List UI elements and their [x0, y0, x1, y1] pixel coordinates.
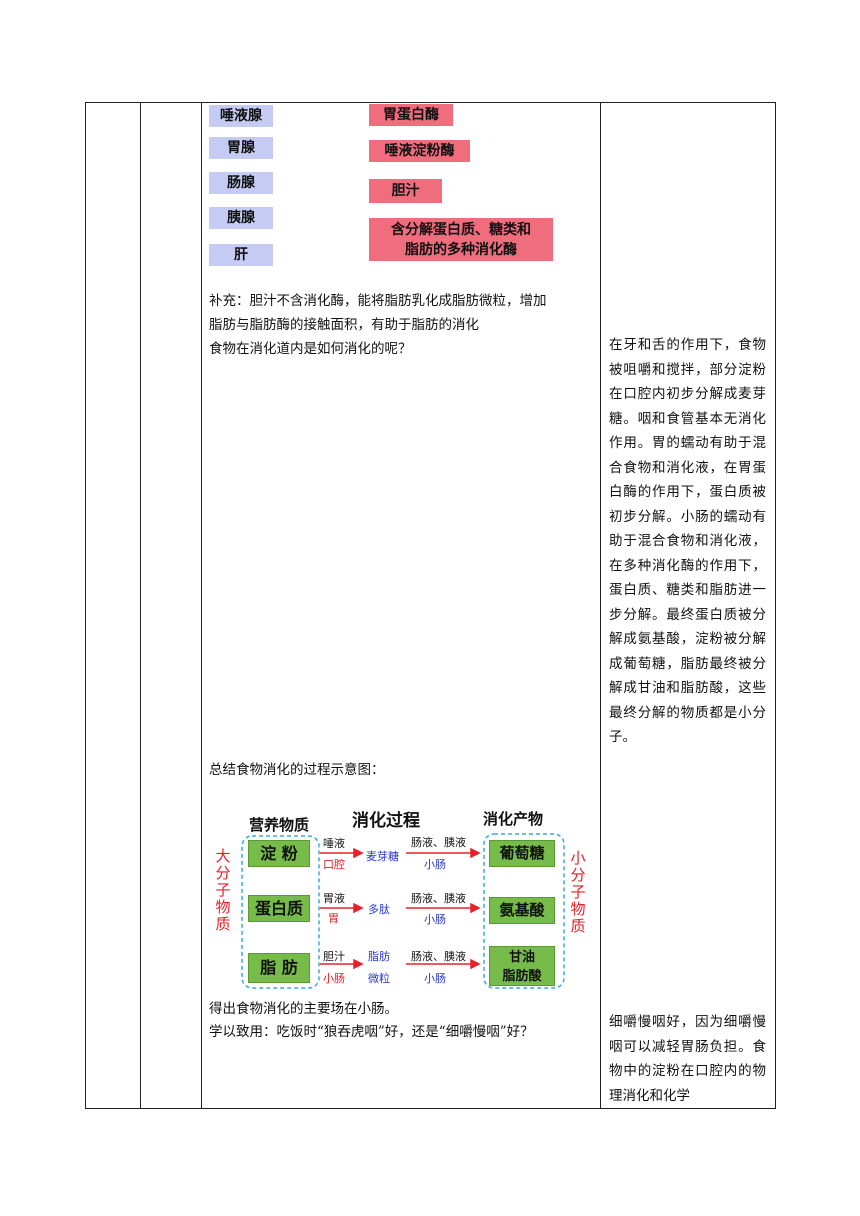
column-divider	[201, 103, 202, 1108]
summary-intro: 总结食物消化的过程示意图：	[209, 762, 385, 778]
enzyme-line: 脂肪的多种消化酶	[405, 242, 517, 258]
juice-bile: 胆汁	[323, 950, 345, 963]
answer-digestion: 在牙和舌的作用下，食物被咀嚼和搅拌，部分淀粉在口腔内初步分解成麦芽糖。咽和食管基…	[609, 337, 766, 745]
juice-intestinal: 肠液、胰液	[411, 892, 466, 905]
gland-label: 胰腺	[209, 207, 273, 229]
product-fat-droplet: 脂肪	[368, 950, 390, 963]
product-polypeptide: 多肽	[368, 903, 390, 916]
supplement-text: 脂肪与脂肪酶的接触面积，有助于脂肪的消化	[209, 317, 479, 333]
product-fat-droplet: 微粒	[368, 972, 390, 985]
site-mouth: 口腔	[323, 858, 345, 871]
header-nutrients: 营养物质	[249, 816, 310, 834]
juice-saliva: 唾液	[323, 837, 345, 850]
header-products: 消化产物	[483, 810, 544, 828]
enzyme-label: 胃蛋白酶	[369, 104, 453, 126]
arrow-head	[353, 902, 364, 914]
arrow-head	[470, 902, 481, 914]
juice-intestinal: 肠液、胰液	[411, 836, 466, 849]
gland-label: 肝	[209, 244, 273, 266]
arrow-head	[353, 847, 364, 859]
answer-chewing: 细嚼慢咽好，因为细嚼慢咽可以减轻胃肠负担。食物中的淀粉在口腔内的物理消化和化学	[609, 1014, 766, 1104]
label-small-molecule: 小分子物质	[570, 849, 586, 935]
site-small-intestine: 小肠	[424, 858, 446, 871]
product-maltose: 麦芽糖	[366, 850, 399, 863]
product-group-border	[483, 833, 565, 989]
juice-gastric: 胃液	[323, 892, 345, 905]
site-small-intestine: 小肠	[424, 913, 446, 926]
site-small-intestine: 小肠	[323, 972, 345, 985]
arrow-head	[470, 958, 481, 970]
arrow-head	[470, 847, 481, 859]
gland-label: 肠腺	[209, 172, 273, 194]
conclusion-text: 得出食物消化的主要场在小肠。	[209, 1001, 398, 1017]
supplement-text: 补充：胆汁不含消化酶，能将脂肪乳化成脂肪微粒，增加	[209, 293, 547, 309]
juice-intestinal: 肠液、胰液	[411, 950, 466, 963]
column-divider	[140, 103, 141, 1108]
enzyme-label: 胆汁	[369, 179, 442, 203]
application-question: 学以致用：吃饭时“狼吞虎咽”好，还是“细嚼慢咽”好？	[209, 1024, 534, 1040]
enzyme-line: 含分解蛋白质、糖类和	[391, 222, 531, 238]
arrow-head	[353, 958, 364, 970]
product-amino-acid: 氨基酸	[489, 897, 555, 924]
product-glucose: 葡萄糖	[489, 840, 555, 867]
nutrient-starch: 淀 粉	[248, 840, 310, 867]
gland-label: 胃腺	[209, 137, 273, 159]
product-glycerol-fatty-acid: 甘油 脂肪酸	[489, 946, 555, 986]
diagram-lines	[241, 833, 565, 989]
site-stomach: 胃	[328, 912, 339, 925]
gland-label: 唾液腺	[209, 105, 273, 127]
enzyme-label: 唾液淀粉酶	[369, 140, 470, 162]
nutrient-protein: 蛋白质	[248, 895, 310, 922]
nutrient-fat: 脂 肪	[248, 953, 310, 983]
header-process: 消化过程	[352, 811, 420, 831]
digestion-diagram: 营养物质 消化过程 消化产物 大分子物质 小分子物质 淀 粉 蛋白质 脂 肪 唾…	[209, 800, 599, 992]
nutrient-group-border	[241, 835, 320, 989]
enzyme-label-multi: 含分解蛋白质、糖类和 脂肪的多种消化酶	[369, 218, 553, 261]
column-divider	[600, 103, 601, 1108]
lesson-table	[85, 102, 776, 1109]
question-text: 食物在消化道内是如何消化的呢？	[209, 341, 412, 357]
site-small-intestine: 小肠	[424, 972, 446, 985]
label-macromolecule: 大分子物质	[215, 847, 231, 933]
